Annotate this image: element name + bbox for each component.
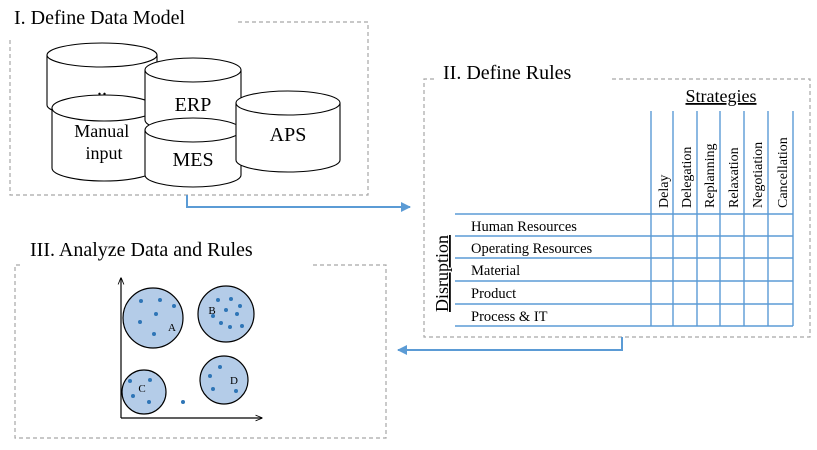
strategy-label: Cancellation xyxy=(776,137,791,208)
db-label-erp: ERP xyxy=(175,94,212,116)
cluster-point xyxy=(154,312,158,316)
cluster-label-c: C xyxy=(138,383,145,395)
cluster-point xyxy=(128,379,132,383)
cluster-point xyxy=(211,314,215,318)
arrow-step1-to-step2 xyxy=(186,195,411,212)
step1-frame xyxy=(9,21,369,196)
cluster-b xyxy=(197,285,255,343)
db-label-dots: .. xyxy=(97,78,107,100)
disruption-label: Product xyxy=(471,286,516,302)
database-cylinders xyxy=(46,42,341,188)
strategy-label: Replanning xyxy=(703,143,718,208)
cluster-label-a: A xyxy=(168,322,176,334)
disruption-label: Process & IT xyxy=(471,309,548,325)
step3-frame xyxy=(14,264,387,439)
cluster-label-b: B xyxy=(208,305,215,317)
database-mes xyxy=(144,117,242,188)
arrow-step2-to-step3 xyxy=(397,337,623,355)
cluster-point xyxy=(238,304,242,308)
db-label-manual-line1: Manual xyxy=(74,121,129,141)
db-label-mes: MES xyxy=(172,149,213,171)
db-label-manual-line2: input xyxy=(85,143,122,163)
cluster-point xyxy=(148,378,152,382)
step2-frame xyxy=(423,78,811,338)
cluster-point xyxy=(218,365,222,369)
cluster-plot: A B C D xyxy=(121,278,262,418)
cluster-point xyxy=(131,394,135,398)
disruption-label: Material xyxy=(471,263,520,279)
cluster-point xyxy=(229,297,233,301)
database-aps xyxy=(235,90,341,173)
cluster-point xyxy=(234,389,238,393)
cluster-point xyxy=(152,332,156,336)
cluster-point xyxy=(147,400,151,404)
strategy-label: Relaxation xyxy=(727,147,742,208)
database-manual-input xyxy=(51,94,157,182)
cluster-point xyxy=(208,374,212,378)
cluster-a xyxy=(122,287,184,349)
strategy-label: Delay xyxy=(657,175,672,208)
cluster-point xyxy=(224,308,228,312)
cluster-d xyxy=(199,355,249,405)
db-label-aps: APS xyxy=(270,124,307,146)
cluster-point xyxy=(211,387,215,391)
db-label-manual-input: Manual input xyxy=(74,121,133,163)
strategy-label: Negotiation xyxy=(751,142,766,208)
cluster-c xyxy=(121,369,167,415)
outlier-point xyxy=(181,400,185,404)
disruption-header: Disruption xyxy=(432,235,452,312)
cluster-point xyxy=(219,321,223,325)
disruption-label: Operating Resources xyxy=(471,241,593,257)
cluster-point xyxy=(139,299,143,303)
cluster-point xyxy=(172,304,176,308)
strategy-label: Delegation xyxy=(680,147,695,208)
disruption-label: Human Resources xyxy=(471,219,577,235)
step3-title: III. Analyze Data and Rules xyxy=(30,239,253,261)
cluster-point xyxy=(228,325,232,329)
database-erp xyxy=(144,57,242,133)
step2-title: II. Define Rules xyxy=(443,62,572,84)
cluster-point xyxy=(158,298,162,302)
cluster-point xyxy=(240,324,244,328)
cluster-point xyxy=(216,298,220,302)
strategies-header: Strategies xyxy=(686,86,757,106)
rules-matrix: Strategies Disruption Delay Delegation R… xyxy=(432,86,794,327)
step1-title: I. Define Data Model xyxy=(14,7,186,29)
cluster-point xyxy=(138,320,142,324)
cluster-point xyxy=(235,312,239,316)
cluster-label-d: D xyxy=(230,375,238,387)
